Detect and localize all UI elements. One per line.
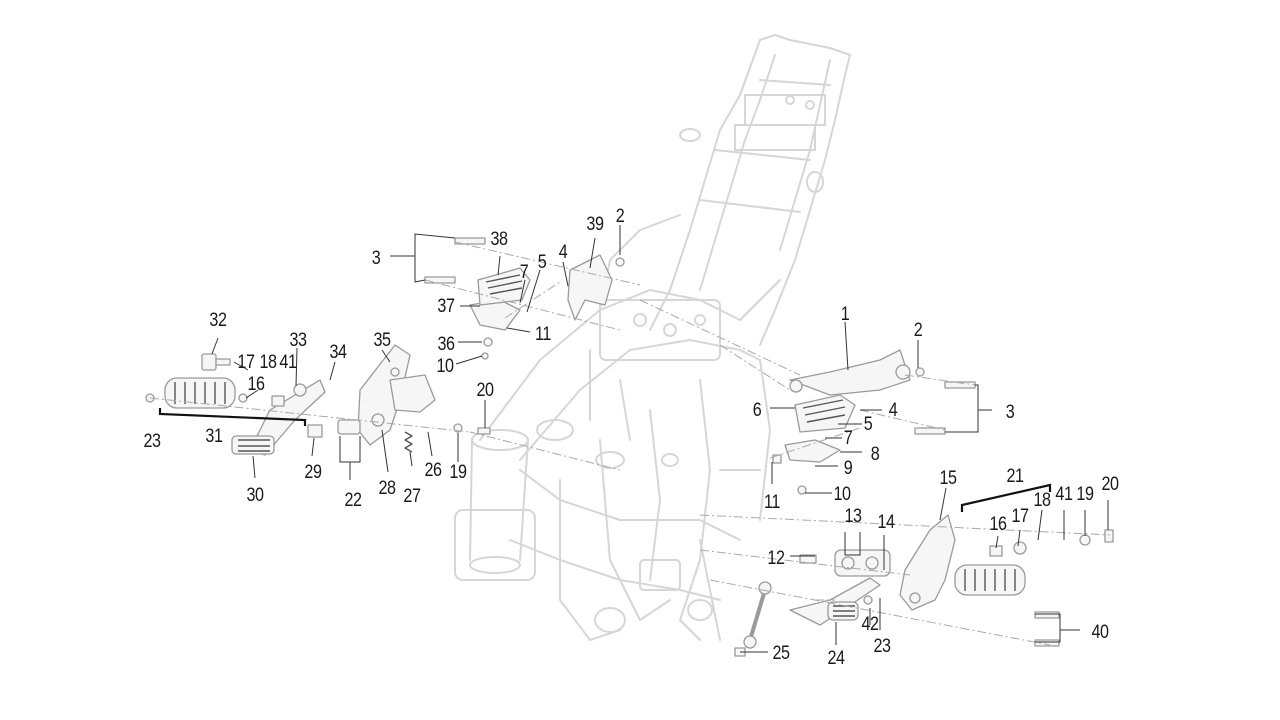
callout-17-right: 17 [1011,505,1028,527]
callout-10-left: 10 [436,355,454,377]
callout-16-left: 16 [247,373,265,395]
pivot-bolt-32 [201,353,231,371]
callout-4-left: 4 [559,241,568,263]
callout-5-right: 5 [864,413,873,435]
gear-link-rod-25 [743,581,772,649]
shaft-assembly-13 [834,549,891,577]
callout-22: 22 [344,489,361,511]
callout-27: 27 [403,485,420,507]
callout-21: 21 [1006,465,1023,487]
callout-8: 8 [871,443,880,465]
callout-40: 40 [1091,621,1109,643]
right-passenger-bracket-1 [789,349,911,396]
bracket-39 [567,254,613,321]
callout-31: 31 [205,425,222,447]
callout-2-left: 2 [616,205,625,227]
callout-3-right: 3 [1006,401,1015,423]
callout-38: 38 [490,228,508,250]
right-passenger-footpeg-6 [794,394,856,433]
spring-27 [404,431,413,453]
callout-20-right: 20 [1101,473,1119,495]
callout-10-right: 10 [833,483,851,505]
callout-37: 37 [437,295,454,317]
callout-16-right: 16 [989,513,1007,535]
callout-labels: 1 2 2 3 3 4 4 5 5 6 7 7 8 9 10 10 11 11 … [143,205,1119,669]
callout-41-left: 41 [279,351,296,373]
brake-lever-30 [231,379,326,456]
callout-33: 33 [289,329,307,351]
callout-32: 32 [209,309,226,331]
callout-26: 26 [424,459,442,481]
callout-9: 9 [844,457,853,479]
right-rider-footrest-plate-15 [899,514,956,611]
callout-7-right: 7 [844,427,853,449]
callout-15: 15 [939,467,957,489]
callout-25: 25 [772,642,790,664]
callout-28: 28 [378,477,396,499]
callout-41-right: 41 [1055,483,1072,505]
callout-12: 12 [767,547,784,569]
callout-39: 39 [586,213,603,235]
right-rider-footpeg-21 [954,564,1026,596]
callout-11-left: 11 [535,323,551,345]
callout-7-left: 7 [520,261,529,283]
left-rider-footpeg-31 [164,377,236,409]
right-footpeg-bracket-8 [784,439,841,463]
callout-29: 29 [304,461,321,483]
leader-lines [158,225,1109,653]
callout-34: 34 [329,341,347,363]
callout-2-right: 2 [914,319,923,341]
left-passenger-footpeg-38 [477,267,531,306]
callout-5-left: 5 [538,251,547,273]
callout-17-left: 17 [237,351,254,373]
callout-20-left: 20 [476,379,494,401]
callout-13: 13 [844,505,862,527]
callout-3-left: 3 [372,247,381,269]
motorcycle-frame [454,34,851,641]
assembly-axes [149,241,1111,646]
callout-18-right: 18 [1033,489,1051,511]
callout-1: 1 [841,303,850,325]
callout-18-left: 18 [259,351,277,373]
callout-6: 6 [753,399,762,421]
master-cylinder-34 [389,374,436,413]
callout-11-right: 11 [764,491,780,513]
callout-19-left: 19 [449,461,466,483]
callout-24: 24 [827,647,845,669]
callout-30: 30 [246,484,264,506]
callout-35: 35 [373,329,391,351]
callout-42: 42 [861,613,878,635]
callout-23-left: 23 [143,430,161,452]
left-footrest-bracket-37 [469,299,521,331]
callout-4-right: 4 [889,399,898,421]
callout-19-right: 19 [1076,483,1093,505]
callout-36: 36 [437,333,455,355]
callout-23-right: 23 [873,635,891,657]
callout-14: 14 [877,511,895,533]
pivot-collar-22 [337,419,361,435]
